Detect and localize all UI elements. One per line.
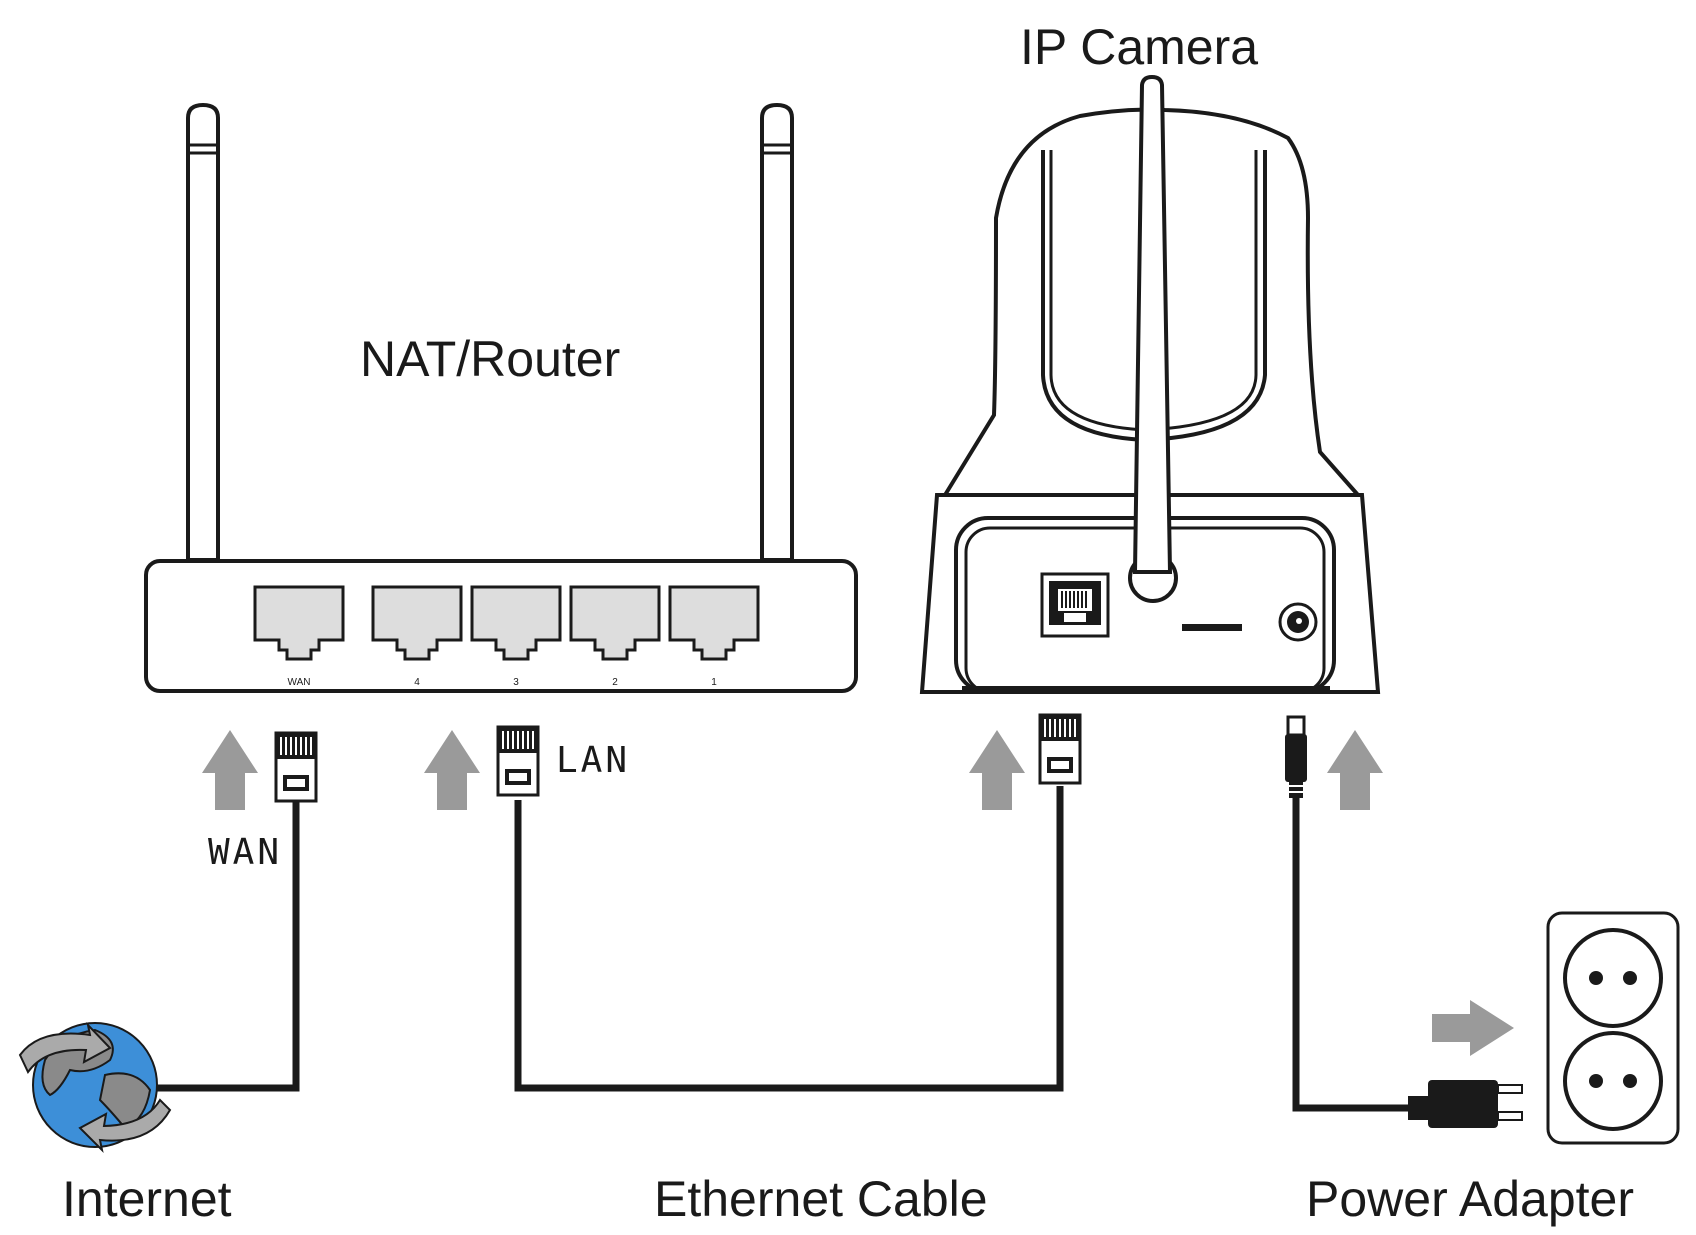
router-antenna-right: [760, 102, 794, 562]
lan-arrow-up: [424, 730, 480, 810]
router-port-label: 3: [513, 677, 519, 688]
router-port-3: 3: [470, 585, 562, 688]
cables: [155, 786, 1430, 1112]
ethernet-cable-label: Ethernet Cable: [654, 1171, 988, 1227]
camera-lan-arrow-up: [969, 730, 1025, 810]
wan-cable: [155, 800, 300, 1092]
router: WAN 4 3 2 1: [144, 102, 858, 693]
router-antenna-left: [186, 102, 220, 562]
router-port-label: 2: [612, 677, 618, 688]
router-port-label: 4: [414, 677, 420, 688]
router-port-label: 1: [711, 677, 717, 688]
camera-antenna: [1128, 74, 1178, 603]
ethernet-cable: [514, 786, 1064, 1092]
ip-camera-label: IP Camera: [1020, 19, 1259, 75]
wan-tag-label: WAN: [208, 832, 283, 873]
camera-card-slot: [1182, 624, 1242, 631]
globe-icon: [18, 1021, 172, 1154]
power-adapter-label: Power Adapter: [1306, 1171, 1634, 1227]
outlet-arrow-right: [1432, 1000, 1514, 1056]
router-port-1: 1: [668, 585, 760, 688]
dc-plug: [1285, 715, 1307, 798]
router-port-row: WAN 4 3 2 1: [253, 585, 760, 688]
camera-plug: [1038, 713, 1082, 785]
router-port-2: 2: [569, 585, 661, 688]
camera-power-jack: [1278, 602, 1318, 642]
camera-ethernet-port: [1040, 572, 1110, 638]
direction-arrows: [202, 730, 1514, 1056]
router-label: NAT/Router: [360, 331, 621, 387]
power-outlet: [1546, 911, 1680, 1145]
ip-camera: [919, 74, 1381, 694]
internet-label: Internet: [62, 1171, 232, 1227]
camera-power-arrow-up: [1327, 730, 1383, 810]
wall-adapter: [1408, 1080, 1523, 1128]
router-port-label: WAN: [288, 677, 311, 688]
power-cable: [1292, 795, 1430, 1112]
router-port-4: 4: [371, 585, 463, 688]
wan-plug: [274, 731, 318, 803]
router-port-wan: WAN: [253, 585, 345, 688]
lan-tag-label: LAN: [556, 740, 631, 781]
lan-plug: [496, 725, 540, 797]
wan-arrow-up: [202, 730, 258, 810]
